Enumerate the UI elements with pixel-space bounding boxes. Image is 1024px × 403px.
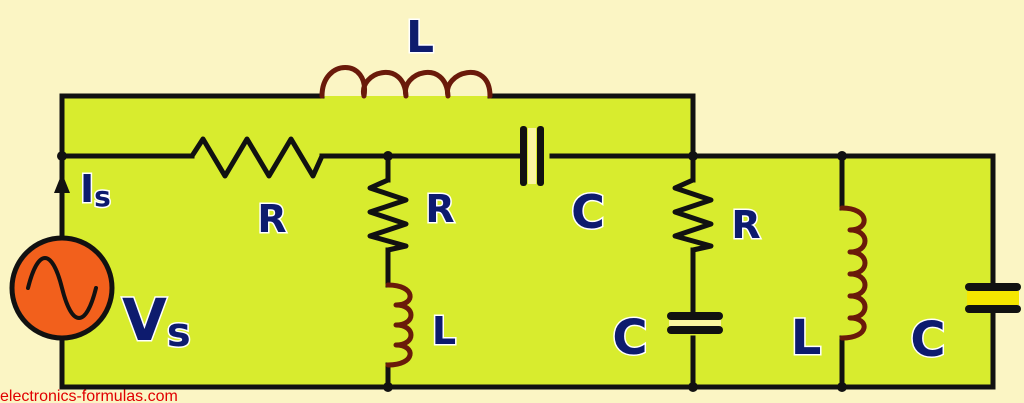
top-inductor-label: L xyxy=(406,12,434,63)
series-resistor-symbol xyxy=(189,136,325,179)
branch2-capacitor-plate-top xyxy=(667,312,723,320)
junction-dot xyxy=(688,382,698,392)
parallel-capacitor-plate-top xyxy=(965,283,1021,291)
junction-dots xyxy=(57,151,847,392)
circuit-background xyxy=(62,96,993,387)
source-current-subscript: s xyxy=(94,180,111,213)
parallel-capacitor-gap xyxy=(967,291,1019,305)
series-resistor-label: R xyxy=(257,197,286,241)
junction-dot xyxy=(837,382,847,392)
wire-top-rail-right xyxy=(487,93,696,159)
branch1-inductor-label: L xyxy=(432,309,456,353)
parallel-capacitor-label: C xyxy=(910,312,945,368)
series-capacitor-label: C xyxy=(571,185,605,239)
top-inductor-symbol xyxy=(319,65,493,99)
watermark-text: electronics-formulas.com xyxy=(0,388,178,403)
junction-dot xyxy=(688,151,698,161)
parallel-inductor-symbol xyxy=(839,205,868,341)
parallel-inductor-label: L xyxy=(791,310,822,366)
branch2-resistor-label: R xyxy=(731,203,760,247)
branch1-resistor-label: R xyxy=(425,187,454,231)
series-capacitor-plate-right xyxy=(537,126,544,186)
sine-wave-icon xyxy=(26,256,98,320)
junction-dot xyxy=(57,151,67,161)
branch2-capacitor-label: C xyxy=(612,310,647,366)
branch2-capacitor-plate-bottom xyxy=(667,326,723,334)
source-current-label: Is xyxy=(80,167,111,213)
branch2-capacitor-gap xyxy=(669,320,721,326)
series-capacitor-gap xyxy=(528,128,536,184)
source-current-symbol: I xyxy=(80,167,94,211)
source-voltage-subscript: s xyxy=(167,310,191,356)
parallel-capacitor-plate-bottom xyxy=(965,305,1021,313)
wire-middle-rail-c xyxy=(549,153,996,288)
junction-dot xyxy=(837,151,847,161)
junction-dot xyxy=(383,151,393,161)
source-voltage-symbol: V xyxy=(122,286,167,354)
branch1-inductor-symbol xyxy=(385,282,414,368)
series-capacitor-plate-left xyxy=(520,126,527,186)
source-voltage-label: Vs xyxy=(122,286,191,356)
current-arrow-icon xyxy=(54,173,70,193)
branch2-resistor-symbol xyxy=(672,177,714,253)
branch1-resistor-symbol xyxy=(367,177,409,253)
junction-dot xyxy=(383,382,393,392)
